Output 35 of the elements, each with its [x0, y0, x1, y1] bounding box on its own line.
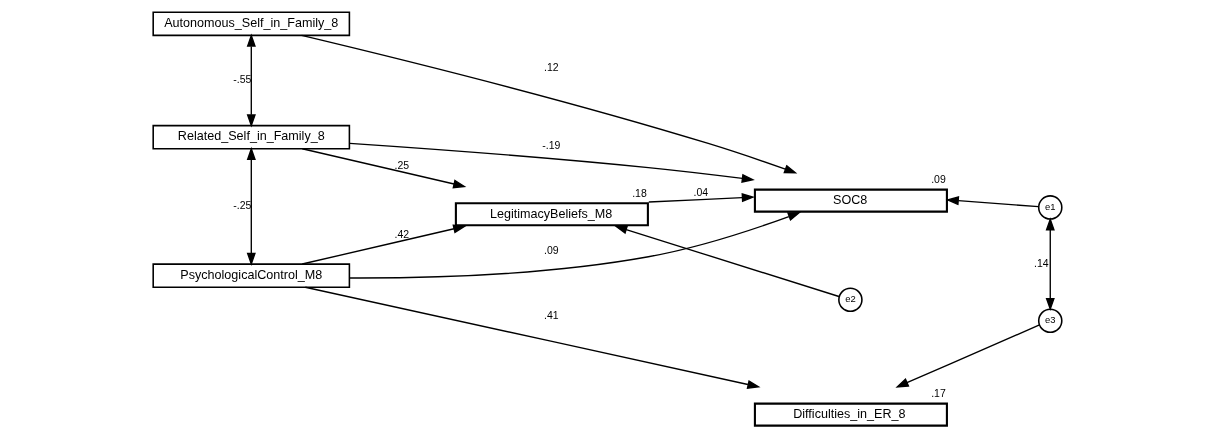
- node-box: LegitimacyBeliefs_M8: [454, 202, 649, 227]
- edge-label: .14: [1034, 257, 1049, 269]
- arrow: [648, 193, 755, 203]
- node-box: Difficulties_in_ER_8: [753, 402, 948, 427]
- node-circle: e3: [1037, 308, 1063, 334]
- arrow: [300, 34, 798, 174]
- node-box: Related_Self_in_Family_8: [152, 124, 351, 150]
- node-box: PsychologicalControl_M8: [152, 263, 351, 288]
- node-circle: e1: [1037, 195, 1063, 220]
- node-circle: e2: [838, 287, 863, 313]
- node-box: Autonomous_Self_in_Family_8: [152, 11, 351, 37]
- edge-label: .12: [544, 62, 559, 74]
- node-label: .09: [931, 174, 946, 186]
- node-label: .18: [632, 187, 647, 199]
- edge-label: .09: [544, 244, 559, 256]
- edge-label: .25: [394, 159, 410, 171]
- node-label: .17: [931, 388, 946, 400]
- arrow: [246, 33, 256, 128]
- arrow: [348, 212, 801, 279]
- arrow: [349, 142, 755, 183]
- arrow: [614, 225, 840, 298]
- edge-label: .42: [394, 228, 410, 240]
- arrow: [301, 148, 467, 189]
- node-box: SOC8: [753, 188, 948, 213]
- arrow: [1045, 217, 1055, 312]
- edge-label: .41: [544, 309, 559, 321]
- arrow: [304, 286, 761, 389]
- edge-label: -.25: [233, 200, 252, 212]
- arrow: [945, 196, 1040, 208]
- arrow: [301, 224, 467, 265]
- edge-label: .04: [693, 186, 709, 198]
- arrow: [895, 324, 1041, 388]
- edge-label: -.19: [542, 139, 561, 151]
- edge-label: -.55: [233, 74, 252, 86]
- arrow: [246, 146, 256, 266]
